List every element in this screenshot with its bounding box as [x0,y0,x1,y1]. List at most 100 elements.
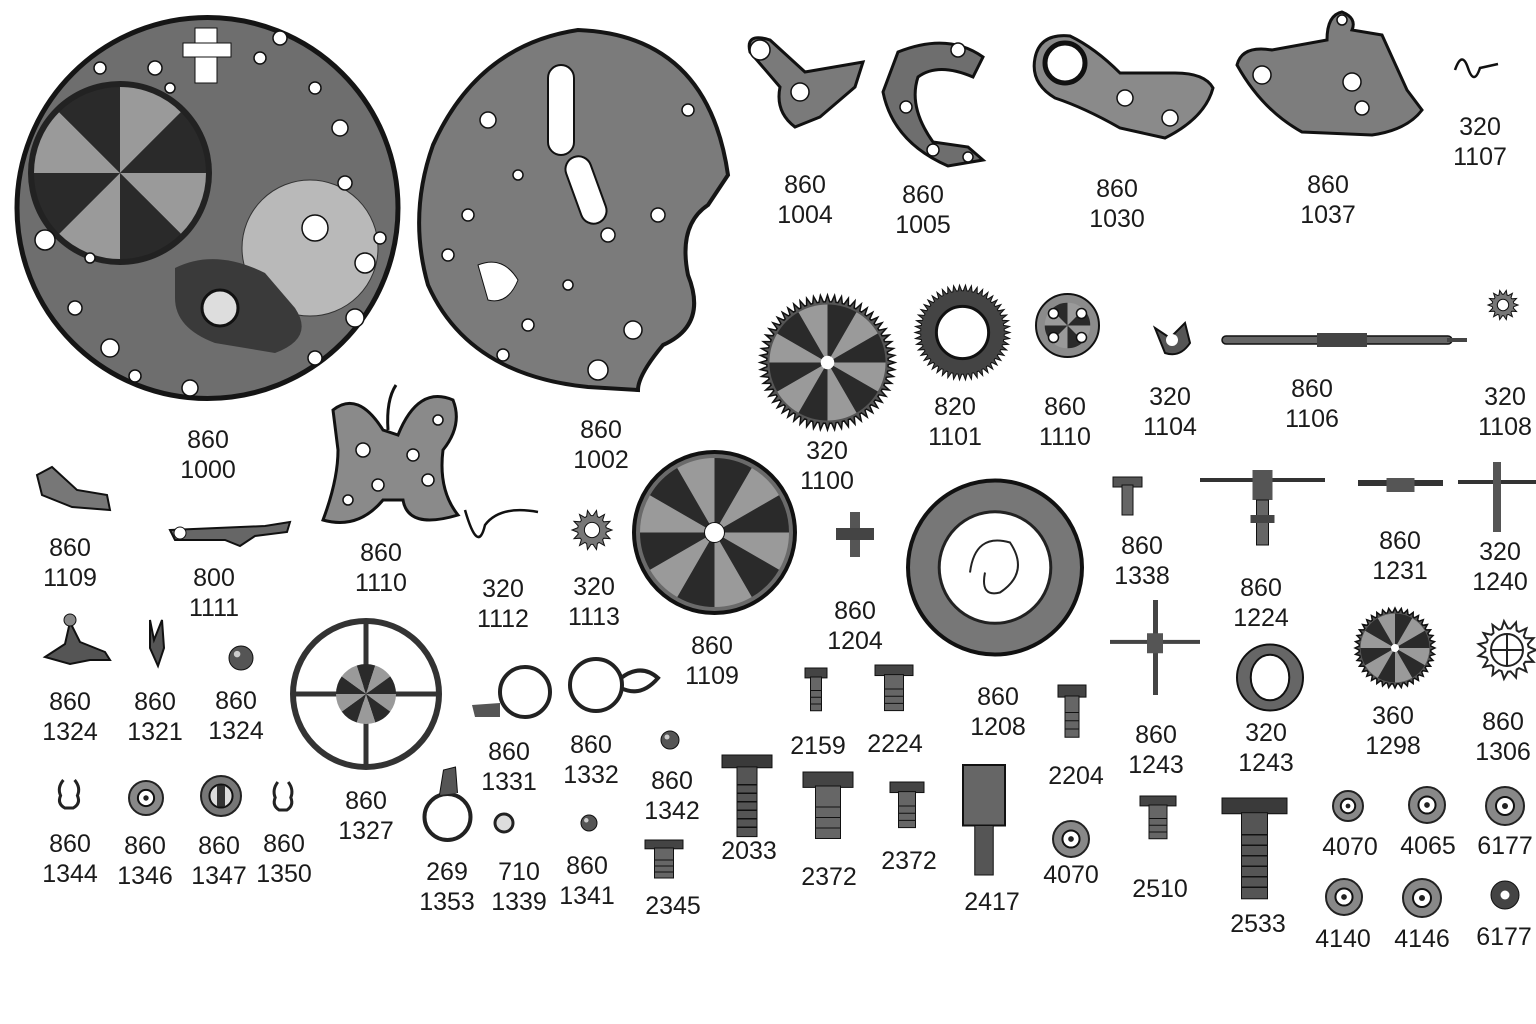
part-caliber-number: 860 [124,832,166,860]
part-image-p2372a [802,771,854,842]
part-image-p1104 [1150,318,1195,358]
part-image-p1106 [1221,330,1467,350]
part-caliber-number: 860 [1096,175,1138,203]
part-image-p1110b [318,380,463,530]
part-reference-number: 1002 [573,446,629,474]
part-image-p4146 [1402,878,1442,918]
part-caliber-number: 860 [1121,532,1163,560]
part-image-p2372b [889,781,925,830]
part-caliber-number: 4146 [1394,925,1450,953]
part-caliber-number: 4070 [1322,833,1378,861]
part-reference-number: 1344 [42,860,98,888]
part-image-p1109b [632,450,797,615]
part-caliber-number: 320 [573,573,615,601]
part-caliber-number: 860 [1379,527,1421,555]
part-reference-number: 1000 [180,456,236,484]
part-image-p1324b [228,645,254,671]
part-image-p1037 [1232,10,1424,140]
part-image-p1327 [290,618,442,770]
part-label-p2033: 2033 [721,836,777,866]
part-image-p1338 [1110,475,1145,520]
part-image-p1101 [913,283,1012,382]
part-image-p1331 [470,665,555,720]
part-label-p2372b: 2372 [881,846,937,876]
part-reference-number: 1243 [1128,751,1184,779]
part-reference-number: 1240 [1472,568,1528,596]
part-image-p1321 [142,618,170,669]
part-caliber-number: 320 [1479,538,1521,566]
part-caliber-number: 269 [426,858,468,886]
part-caliber-number: 860 [651,767,693,795]
part-image-p1109a [32,465,112,515]
part-label-p2372a: 2372 [801,862,857,892]
part-reference-number: 1327 [338,817,394,845]
part-caliber-number: 860 [49,830,91,858]
part-image-p1298 [1353,606,1437,690]
part-image-p1111 [165,518,292,548]
part-caliber-number: 360 [1372,702,1414,730]
part-reference-number: 1110 [355,569,407,597]
part-caliber-number: 860 [49,534,91,562]
part-image-p2159 [804,667,828,713]
part-reference-number: 1112 [477,605,529,633]
part-caliber-number: 860 [1044,393,1086,421]
part-label-p4146: 4146 [1394,924,1450,954]
part-reference-number: 1108 [1478,413,1532,441]
part-image-p1107 [1450,50,1500,80]
part-reference-number: 1004 [777,201,833,229]
part-caliber-number: 860 [488,738,530,766]
part-caliber-number: 4140 [1315,925,1371,953]
part-image-p1332 [566,657,661,713]
part-image-p1204 [836,512,874,557]
part-caliber-number: 860 [566,852,608,880]
part-label-p4140: 4140 [1315,924,1371,954]
part-caliber-number: 860 [215,687,257,715]
part-image-p2345 [644,839,684,880]
part-reference-number: 1113 [568,603,620,631]
part-reference-number: 1331 [481,768,537,796]
part-image-p6177a [1485,786,1525,826]
part-caliber-number: 2204 [1048,762,1104,790]
part-image-p1000 [14,8,401,408]
part-image-p1341 [580,814,598,832]
part-caliber-number: 860 [570,731,612,759]
part-image-p1346 [128,780,164,816]
part-label-p6177b: 6177 [1476,922,1532,952]
part-caliber-number: 6177 [1477,832,1533,860]
part-image-p1231 [1358,470,1443,505]
part-image-p1112 [460,500,540,555]
part-reference-number: 1107 [1453,143,1507,171]
part-caliber-number: 2033 [721,837,777,865]
part-reference-number: 1110 [1039,423,1091,451]
part-reference-number: 1231 [1372,557,1428,585]
part-caliber-number: 6177 [1476,923,1532,951]
part-image-p1339 [493,812,515,834]
part-caliber-number: 2345 [645,892,701,920]
part-caliber-number: 860 [691,632,733,660]
part-image-p1208 [905,475,1085,660]
part-caliber-number: 860 [134,688,176,716]
part-reference-number: 1324 [208,717,264,745]
part-image-p2417 [962,764,1006,876]
part-reference-number: 1339 [491,888,547,916]
